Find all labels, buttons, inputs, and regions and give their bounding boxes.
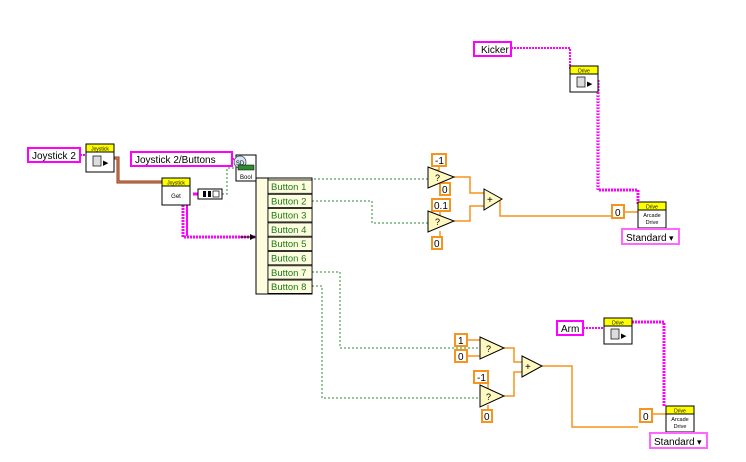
select-top-2[interactable]: ? — [427, 210, 456, 233]
svg-text:Arcade: Arcade — [643, 213, 660, 219]
unbundle-row-button-3[interactable]: Button 3 — [267, 208, 313, 223]
svg-text:0: 0 — [484, 412, 490, 423]
svg-text:0: 0 — [442, 185, 448, 196]
svg-text:?: ? — [486, 344, 491, 354]
unbundle-row-button-2[interactable]: Button 2 — [267, 193, 313, 209]
const-top-0[interactable]: 0 — [439, 182, 451, 196]
select-bot-2[interactable]: ? — [479, 384, 506, 408]
unbundle-row-button-5[interactable]: Button 5 — [267, 236, 313, 251]
svg-text:Drive: Drive — [646, 205, 658, 211]
kicker-string-constant[interactable]: Kicker — [473, 41, 512, 57]
unbundle-row-label: Button 3 — [271, 211, 306, 222]
drive-open-arm-vi[interactable]: Drive ▶ — [603, 317, 633, 345]
joystick-get-vi[interactable]: Joystick Get — [161, 177, 191, 206]
unbundle-row-label: Button 6 — [271, 254, 306, 265]
arrow-right-icon: ▶ — [103, 160, 109, 167]
arrow-right-icon: ▶ — [587, 81, 593, 88]
const-top-0-1[interactable]: 0.1 — [431, 198, 451, 212]
const-bot-0[interactable]: 0 — [454, 349, 468, 363]
chevron-down-icon: ▾ — [669, 233, 674, 243]
svg-text:?: ? — [486, 392, 491, 402]
svg-text:0: 0 — [615, 208, 621, 219]
arm-string-constant[interactable]: Arm — [556, 320, 584, 336]
svg-text:Standard: Standard — [626, 233, 667, 244]
select-bot-1[interactable]: ? — [479, 336, 506, 360]
svg-text:Joystick: Joystick — [167, 181, 185, 187]
svg-text:1: 1 — [458, 336, 464, 347]
unbundle-button-list: Button 1 Button 2 Button 3 Button 4 Button 5… — [267, 179, 313, 294]
unbundle-row-label: Button 8 — [271, 282, 306, 293]
arrow-right-icon: ▶ — [621, 333, 627, 340]
const-bot-0b[interactable]: 0 — [481, 409, 493, 423]
unbundle-row-button-6[interactable]: Button 6 — [267, 251, 313, 266]
svg-text:Drive: Drive — [578, 69, 590, 75]
unbundle-row-button-7[interactable]: Button 7 — [267, 265, 313, 280]
svg-text:Standard: Standard — [654, 437, 695, 448]
arcade-drive-top-vi[interactable]: Drive Arcade Drive — [637, 201, 667, 229]
svg-text:Joystick 2/Buttons: Joystick 2/Buttons — [135, 155, 216, 166]
svg-text:SD: SD — [236, 161, 245, 167]
svg-text:Arm: Arm — [561, 324, 579, 335]
joystick-wires — [114, 156, 162, 184]
svg-text:+: + — [525, 362, 531, 373]
svg-text:?: ? — [435, 173, 440, 183]
add-bottom[interactable]: + — [521, 355, 544, 378]
unbundle-row-label: Button 2 — [271, 196, 306, 207]
svg-text:Joystick 2: Joystick 2 — [32, 151, 76, 162]
joystick-open-vi[interactable]: Joystick ▶ — [85, 143, 115, 173]
svg-text:?: ? — [435, 217, 440, 227]
svg-text:0: 0 — [458, 352, 464, 363]
chevron-down-icon: ▾ — [697, 437, 702, 447]
svg-text:0.1: 0.1 — [434, 201, 448, 212]
numeric-wires — [428, 165, 666, 428]
const-bot-drive-0[interactable]: 0 — [639, 408, 653, 423]
svg-text:Arcade: Arcade — [671, 417, 688, 423]
const-bot-1[interactable]: 1 — [454, 333, 468, 347]
unbundle-row-button-4[interactable]: Button 4 — [267, 222, 313, 237]
numeric-constants: -1 0 0.1 0 0 1 0 -1 — [431, 153, 653, 423]
svg-text:-1: -1 — [477, 373, 486, 384]
unbundle-row-label: Button 1 — [271, 182, 306, 193]
svg-text:Joystick: Joystick — [91, 147, 109, 153]
joystick-2-buttons-string-constant[interactable]: Joystick 2/Buttons — [130, 151, 233, 167]
joystick-2-string-constant[interactable]: Joystick 2 — [27, 147, 81, 163]
svg-text:0: 0 — [643, 412, 649, 423]
standard-mode-select-top[interactable]: Standard ▾ — [621, 228, 680, 245]
cluster-terminal-icon — [197, 188, 223, 200]
svg-text:Drive: Drive — [674, 409, 686, 415]
const-bot-neg1[interactable]: -1 — [473, 370, 489, 384]
standard-mode-select-bottom[interactable]: Standard ▾ — [649, 432, 708, 449]
unbundle-row-label: Button 7 — [271, 268, 306, 279]
svg-text:Drive: Drive — [646, 220, 659, 226]
boolean-wires — [222, 167, 480, 399]
const-top-drive-0[interactable]: 0 — [611, 204, 625, 219]
string-wires — [80, 47, 666, 406]
add-top[interactable]: + — [483, 188, 503, 211]
const-top-0b[interactable]: 0 — [431, 236, 443, 250]
unbundle-row-button-8[interactable]: Button 8 — [267, 279, 313, 294]
svg-text:-1: -1 — [435, 156, 444, 167]
unbundle-input-arrow — [240, 234, 256, 240]
unbundle-row-label: Button 5 — [271, 239, 306, 250]
unbundle-row-label: Button 4 — [271, 225, 306, 236]
select-top-1[interactable]: ? — [427, 166, 456, 189]
svg-text:Drive: Drive — [612, 321, 624, 327]
svg-text:Bool: Bool — [240, 175, 252, 181]
svg-text:+: + — [487, 195, 493, 206]
unbundle-row-button-1[interactable]: Button 1 — [267, 179, 313, 194]
drive-open-kicker-vi[interactable]: Drive ▶ — [569, 65, 599, 93]
svg-text:0: 0 — [434, 239, 440, 250]
const-top-neg1[interactable]: -1 — [431, 153, 447, 167]
arcade-drive-bottom-vi[interactable]: Drive Arcade Drive — [665, 405, 695, 433]
sd-bool-read-vi[interactable]: SD Bool — [233, 154, 257, 182]
svg-text:Kicker: Kicker — [481, 45, 509, 56]
svg-text:Get: Get — [171, 194, 181, 200]
svg-text:Drive: Drive — [674, 424, 687, 430]
